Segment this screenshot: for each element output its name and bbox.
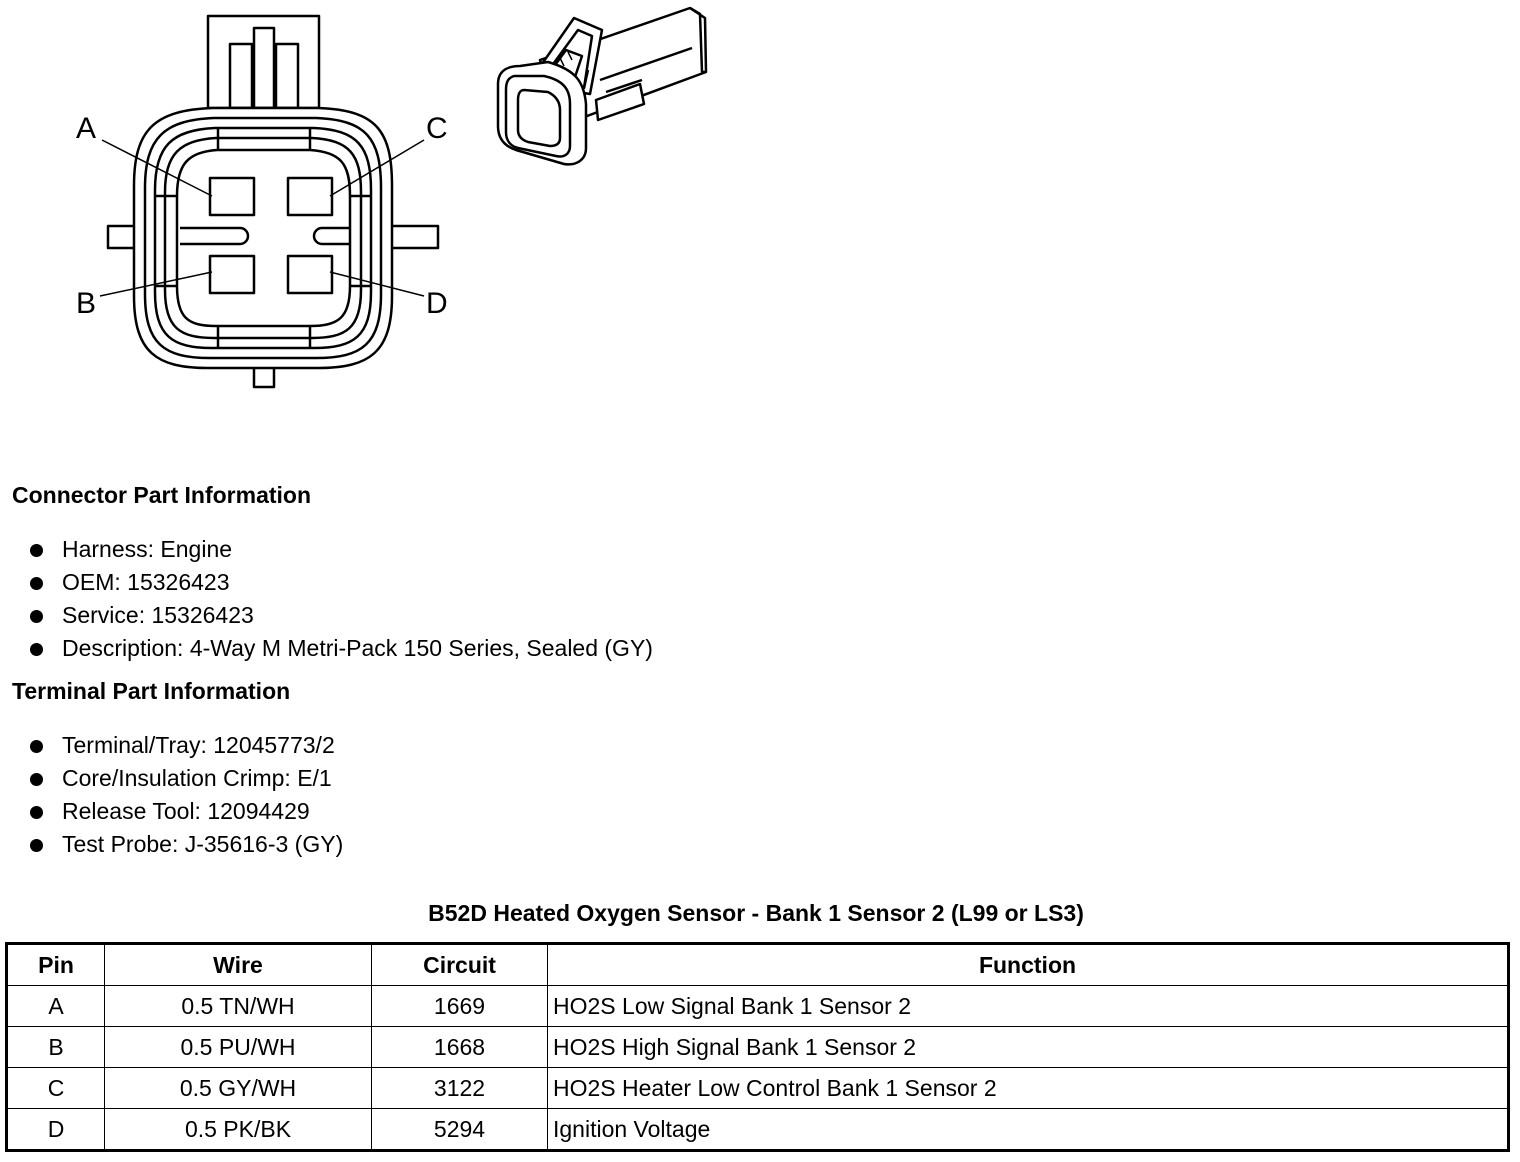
cell-wire: 0.5 TN/WH bbox=[104, 985, 372, 1027]
connector-diagram: A B C D bbox=[76, 6, 708, 389]
center-slot-left bbox=[180, 226, 250, 246]
list-item: Test Probe: J-35616-3 (GY) bbox=[30, 828, 343, 861]
column-header-pin: Pin bbox=[6, 943, 105, 986]
leader-line-c bbox=[329, 139, 425, 197]
table-row: D 0.5 PK/BK 5294 Ignition Voltage bbox=[6, 1108, 1509, 1151]
list-item: Harness: Engine bbox=[30, 533, 653, 566]
cell-function: Ignition Voltage bbox=[547, 1108, 1509, 1151]
cell-pin: D bbox=[6, 1108, 105, 1151]
cell-circuit: 1668 bbox=[371, 1026, 548, 1068]
terminal-cavity-d bbox=[286, 254, 334, 295]
pin-label-c: C bbox=[426, 112, 448, 145]
list-item: Core/Insulation Crimp: E/1 bbox=[30, 762, 343, 795]
connector-locking-tab bbox=[206, 14, 321, 110]
cell-circuit: 5294 bbox=[371, 1108, 548, 1151]
pin-table-title: B52D Heated Oxygen Sensor - Bank 1 Senso… bbox=[428, 900, 1084, 926]
terminal-cavity-c bbox=[286, 176, 334, 217]
cell-function: HO2S High Signal Bank 1 Sensor 2 bbox=[547, 1026, 1509, 1068]
housing-notch-marks bbox=[155, 128, 371, 348]
list-item: Description: 4-Way M Metri-Pack 150 Seri… bbox=[30, 632, 653, 665]
column-header-function: Function bbox=[547, 943, 1509, 986]
cell-pin: C bbox=[6, 1067, 105, 1109]
cell-circuit: 3122 bbox=[371, 1067, 548, 1109]
leader-line-a bbox=[101, 139, 213, 197]
leader-line-b bbox=[99, 271, 213, 297]
column-header-wire: Wire bbox=[104, 943, 372, 986]
table-row: C 0.5 GY/WH 3122 HO2S Heater Low Control… bbox=[6, 1067, 1509, 1109]
cell-function: HO2S Heater Low Control Bank 1 Sensor 2 bbox=[547, 1067, 1509, 1109]
pin-label-b: B bbox=[76, 287, 96, 320]
center-slot-right bbox=[312, 226, 350, 246]
connector-isometric-view bbox=[496, 6, 708, 166]
cell-wire: 0.5 PU/WH bbox=[104, 1026, 372, 1068]
cell-wire: 0.5 GY/WH bbox=[104, 1067, 372, 1109]
pin-label-d: D bbox=[426, 287, 448, 320]
table-row: B 0.5 PU/WH 1668 HO2S High Signal Bank 1… bbox=[6, 1026, 1509, 1068]
terminal-cavity-b bbox=[208, 254, 256, 295]
cell-pin: A bbox=[6, 985, 105, 1027]
list-item: Release Tool: 12094429 bbox=[30, 795, 343, 828]
cell-circuit: 1669 bbox=[371, 985, 548, 1027]
connector-left-ear bbox=[106, 224, 134, 250]
cell-pin: B bbox=[6, 1026, 105, 1068]
table-row: A 0.5 TN/WH 1669 HO2S Low Signal Bank 1 … bbox=[6, 985, 1509, 1027]
pin-label-a: A bbox=[76, 112, 96, 145]
terminal-info-heading: Terminal Part Information bbox=[12, 678, 291, 704]
list-item: OEM: 15326423 bbox=[30, 566, 653, 599]
connector-housing bbox=[132, 106, 394, 370]
table-header-row: Pin Wire Circuit Function bbox=[6, 943, 1509, 986]
connector-info-heading: Connector Part Information bbox=[12, 482, 312, 508]
column-header-circuit: Circuit bbox=[371, 943, 548, 986]
terminal-info-list: Terminal/Tray: 12045773/2 Core/Insulatio… bbox=[30, 729, 343, 861]
cell-function: HO2S Low Signal Bank 1 Sensor 2 bbox=[547, 985, 1509, 1027]
connector-right-ear bbox=[392, 224, 440, 250]
connector-info-list: Harness: Engine OEM: 15326423 Service: 1… bbox=[30, 533, 653, 665]
cell-wire: 0.5 PK/BK bbox=[104, 1108, 372, 1151]
pin-table: Pin Wire Circuit Function A 0.5 TN/WH 16… bbox=[5, 942, 1510, 1152]
list-item: Terminal/Tray: 12045773/2 bbox=[30, 729, 343, 762]
terminal-cavity-a bbox=[208, 176, 256, 217]
list-item: Service: 15326423 bbox=[30, 599, 653, 632]
leader-line-d bbox=[329, 271, 425, 297]
